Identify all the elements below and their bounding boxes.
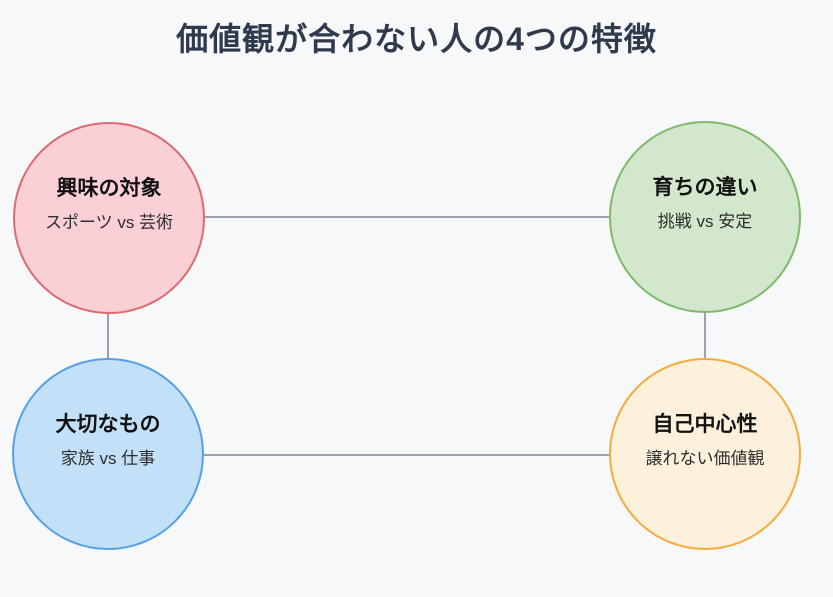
diagram-title: 価値観が合わない人の4つの特徴 — [176, 21, 657, 57]
connector-left — [107, 312, 109, 359]
node-self-centeredness: 自己中心性 譲れない価値観 — [609, 358, 801, 550]
connector-right — [704, 311, 706, 359]
node-label: 育ちの違い — [652, 176, 758, 200]
node-detail: 家族 vs 仕事 — [60, 448, 156, 468]
node-label: 大切なもの — [55, 413, 161, 437]
node-detail: 譲れない価値観 — [645, 448, 765, 468]
connector-top — [205, 216, 610, 218]
node-interests: 興味の対象 スポーツ vs 芸術 — [13, 122, 205, 314]
node-priorities: 大切なもの 家族 vs 仕事 — [12, 358, 204, 550]
node-upbringing: 育ちの違い 挑戦 vs 安定 — [609, 121, 801, 313]
node-label: 興味の対象 — [56, 177, 162, 201]
node-label: 自己中心性 — [652, 413, 758, 437]
node-detail: 挑戦 vs 安定 — [657, 211, 753, 231]
node-detail: スポーツ vs 芸術 — [44, 212, 174, 232]
connector-bottom — [204, 454, 612, 456]
